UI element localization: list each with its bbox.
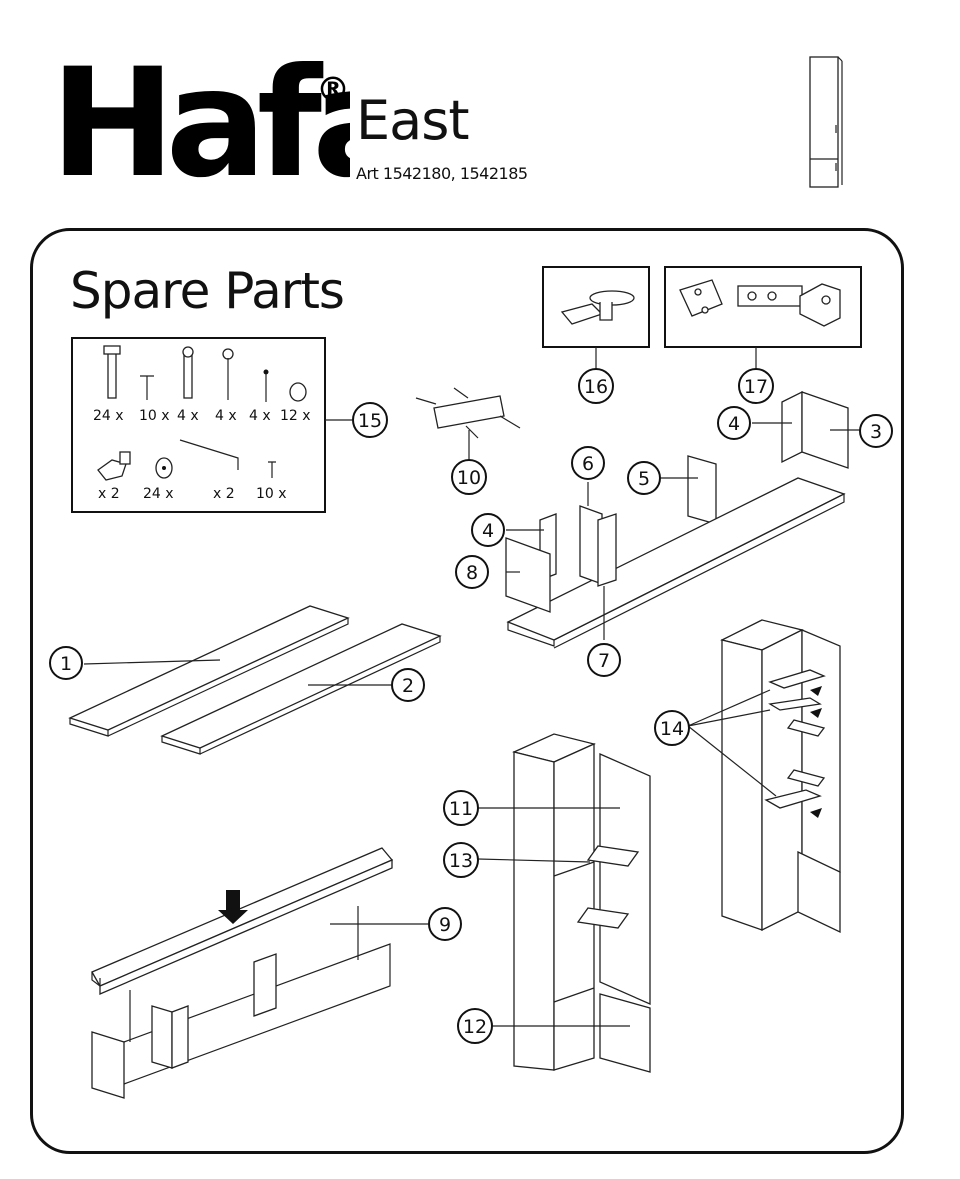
qty-label: 12 x bbox=[280, 408, 311, 424]
callout-label: 9 bbox=[439, 914, 451, 936]
callout-label: 6 bbox=[582, 453, 594, 475]
qty-label: 4 x bbox=[249, 408, 271, 424]
part-1-panel bbox=[68, 605, 350, 737]
screw-icon bbox=[140, 375, 154, 400]
callout-label: 11 bbox=[449, 798, 473, 820]
tall-cabinet-front bbox=[512, 733, 651, 1073]
qty-label: x 2 bbox=[98, 486, 120, 502]
callout-14: 14 bbox=[654, 710, 690, 746]
wood-screw-icon bbox=[222, 348, 234, 400]
callout-label: 8 bbox=[466, 562, 478, 584]
callout-label: 7 bbox=[598, 650, 610, 672]
callout-label: 2 bbox=[402, 675, 414, 697]
tall-cabinet-shelves bbox=[720, 619, 841, 934]
cam-lock-icon bbox=[289, 382, 307, 402]
washer-icon bbox=[155, 457, 173, 479]
qty-label: 10 x bbox=[139, 408, 170, 424]
part-5-panel bbox=[687, 455, 717, 525]
tall-cabinet-thumbnail-icon bbox=[809, 56, 843, 188]
part-6-panels bbox=[579, 505, 617, 587]
callout-3: 3 bbox=[859, 414, 893, 448]
callout-8: 8 bbox=[455, 555, 489, 589]
callout-4-top: 4 bbox=[717, 406, 751, 440]
callout-label: 14 bbox=[660, 718, 684, 740]
callout-16: 16 bbox=[578, 368, 614, 404]
part-10-panel bbox=[415, 387, 521, 439]
qty-label: x 2 bbox=[213, 486, 235, 502]
callout-label: 16 bbox=[584, 376, 608, 398]
wall-bracket-icon bbox=[179, 439, 239, 470]
callout-label: 17 bbox=[744, 376, 768, 398]
article-numbers: Art 1542180, 1542185 bbox=[356, 164, 528, 183]
callout-11: 11 bbox=[443, 790, 479, 826]
part-4-8-panels bbox=[505, 513, 557, 613]
adjustable-leg-icon bbox=[560, 290, 635, 325]
part-3-4-panels bbox=[781, 390, 849, 469]
spare-parts-panel bbox=[30, 228, 904, 1154]
callout-label: 1 bbox=[60, 653, 72, 675]
callout-7: 7 bbox=[587, 643, 621, 677]
pin-icon bbox=[263, 369, 269, 402]
qty-label: 24 x bbox=[93, 408, 124, 424]
callout-label: 5 bbox=[638, 468, 650, 490]
callout-label: 10 bbox=[457, 467, 481, 489]
hafa-logo: Hafa ® bbox=[50, 55, 350, 185]
anchor-icon bbox=[182, 346, 194, 399]
callout-label: 12 bbox=[463, 1016, 487, 1038]
qty-label: 24 x bbox=[143, 486, 174, 502]
part-7-base bbox=[506, 477, 846, 649]
callout-17: 17 bbox=[738, 368, 774, 404]
callout-label: 4 bbox=[728, 413, 740, 435]
page-title: Spare Parts bbox=[70, 262, 345, 320]
callout-15: 15 bbox=[352, 402, 388, 438]
callout-6: 6 bbox=[571, 446, 605, 480]
cam-bolt-icon bbox=[103, 345, 121, 399]
qty-label: 10 x bbox=[256, 486, 287, 502]
callout-label: 3 bbox=[870, 421, 882, 443]
logo-text: Hafa bbox=[50, 55, 350, 185]
qty-label: 4 x bbox=[215, 408, 237, 424]
small-screw-icon bbox=[268, 461, 276, 478]
qty-label: 4 x bbox=[177, 408, 199, 424]
product-name: East bbox=[356, 89, 470, 152]
callout-2: 2 bbox=[391, 668, 425, 702]
callout-12: 12 bbox=[457, 1008, 493, 1044]
hardware-box: 24 x 10 x 4 x 4 x 4 x 12 x x 2 24 x x 2 … bbox=[71, 337, 326, 513]
part-9-assembly bbox=[91, 847, 394, 1099]
adjustable-foot-icon bbox=[97, 451, 131, 481]
down-arrow-icon bbox=[218, 890, 248, 924]
callout-label: 13 bbox=[449, 850, 473, 872]
registered-mark: ® bbox=[316, 70, 350, 110]
cabinet-hinge-icon bbox=[679, 279, 841, 327]
callout-10: 10 bbox=[451, 459, 487, 495]
callout-label: 4 bbox=[482, 520, 494, 542]
leg-box bbox=[542, 266, 650, 348]
callout-label: 15 bbox=[358, 410, 382, 432]
callout-1: 1 bbox=[49, 646, 83, 680]
callout-4-mid: 4 bbox=[471, 513, 505, 547]
callout-5: 5 bbox=[627, 461, 661, 495]
callout-13: 13 bbox=[443, 842, 479, 878]
callout-9: 9 bbox=[428, 907, 462, 941]
part-2-panel bbox=[160, 623, 442, 755]
